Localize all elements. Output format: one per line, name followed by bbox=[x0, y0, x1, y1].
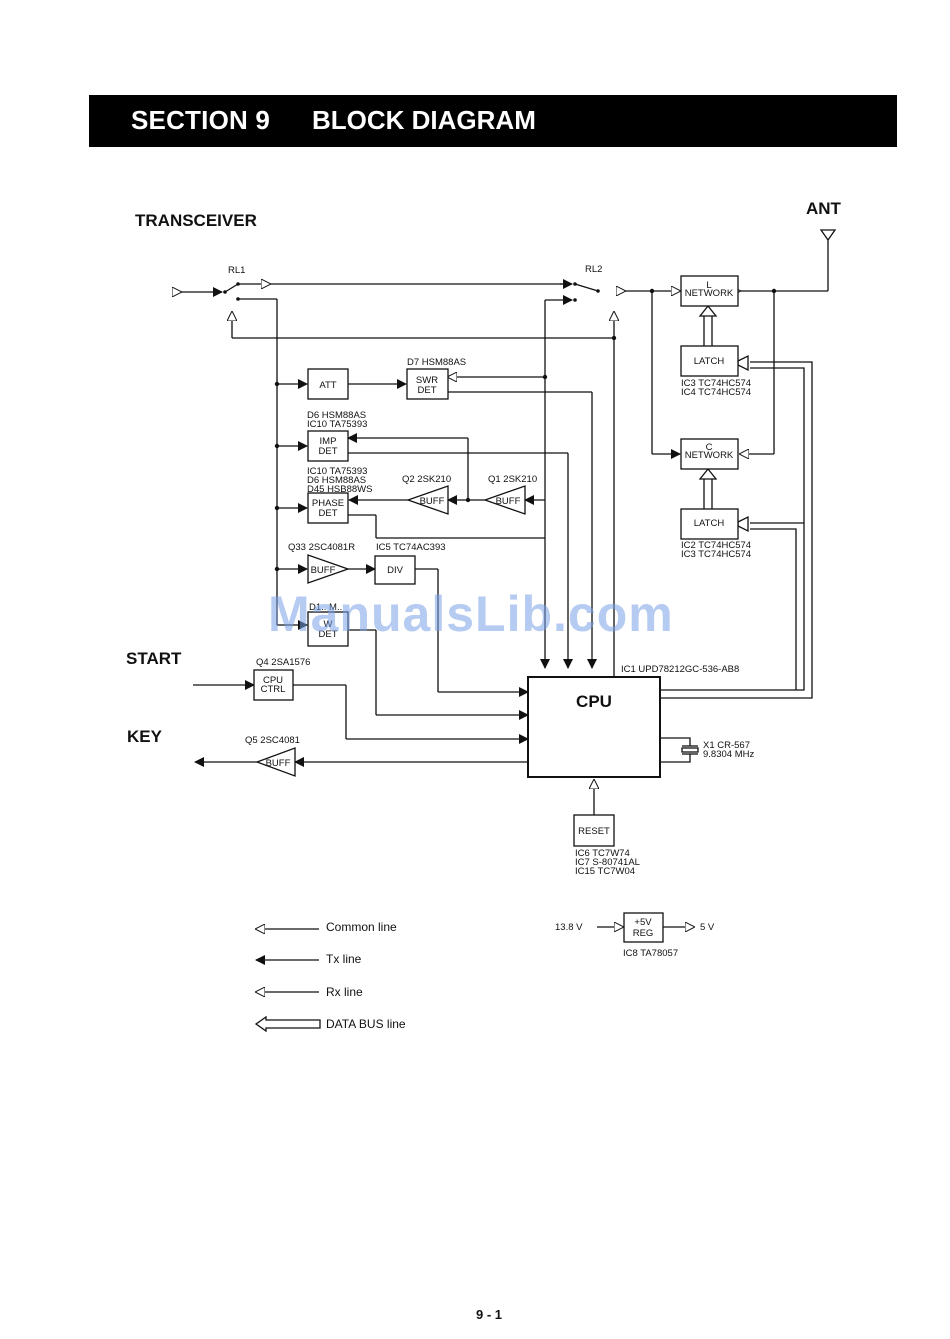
l-network-text: NETWORK bbox=[685, 288, 734, 299]
buff-q33-part: Q33 2SC4081R bbox=[288, 542, 355, 553]
phase-det-text: PHASE bbox=[312, 498, 344, 509]
phase-det-part: D6 HSM88AS bbox=[307, 475, 366, 486]
buff-q5-block bbox=[255, 747, 296, 777]
legend-bus: DATA BUS line bbox=[326, 1017, 406, 1031]
section-title: BLOCK DIAGRAM bbox=[312, 105, 536, 135]
phase-det-text: DET bbox=[319, 508, 338, 519]
latch-c-text: LATCH bbox=[694, 518, 725, 529]
cpu-ctrl-block bbox=[253, 669, 294, 701]
w-det-text: DET bbox=[319, 629, 338, 640]
junction-dots bbox=[223, 282, 777, 572]
rl1-label: RL1 bbox=[228, 265, 245, 276]
ant-label: ANT bbox=[806, 199, 842, 218]
imp-det-text: DET bbox=[319, 446, 338, 457]
div-block bbox=[374, 555, 416, 585]
buff-q33-block bbox=[307, 554, 350, 584]
rl2-label: RL2 bbox=[585, 264, 602, 275]
phase-det-block bbox=[307, 492, 349, 524]
cpu-ctrl-text: CPU bbox=[263, 675, 283, 686]
buff-q2-part: Q2 2SK210 bbox=[402, 474, 451, 485]
crystal-freq: 9.8304 MHz bbox=[703, 749, 754, 760]
l-network-text: L bbox=[706, 280, 711, 291]
imp-det-part: IC10 TA75393 bbox=[307, 419, 367, 430]
reg-block bbox=[623, 912, 664, 943]
key-label: KEY bbox=[127, 727, 163, 746]
imp-det-text: IMP bbox=[320, 436, 337, 447]
buff-q1-text: BUFF bbox=[496, 496, 521, 507]
cpu-ctrl-text: CTRL bbox=[261, 684, 286, 695]
c-network-text: NETWORK bbox=[685, 450, 734, 461]
cpu-part: IC1 UPD78212GC-536-AB8 bbox=[621, 664, 739, 675]
reset-part: IC6 TC7W74 bbox=[575, 848, 630, 859]
swr-det-block bbox=[406, 368, 449, 400]
reg-text: REG bbox=[633, 928, 654, 939]
w-det-text: W bbox=[324, 619, 333, 630]
transceiver-label: TRANSCEIVER bbox=[135, 211, 257, 230]
buff-q1-block bbox=[483, 485, 526, 515]
reset-part: IC7 S-80741AL bbox=[575, 857, 640, 868]
att-block bbox=[307, 368, 349, 400]
w-det-block bbox=[307, 611, 349, 647]
div-text: DIV bbox=[387, 565, 404, 576]
buff-q1-part: Q1 2SK210 bbox=[488, 474, 537, 485]
latch-c-part: IC3 TC74HC574 bbox=[681, 549, 751, 560]
phase-det-part: IC10 TA75393 bbox=[307, 466, 367, 477]
swr-det-text: SWR bbox=[416, 375, 438, 386]
c-network-block bbox=[680, 438, 739, 470]
cpu-ctrl-part: Q4 2SA1576 bbox=[256, 657, 310, 668]
reset-block bbox=[573, 814, 615, 847]
legend-rx: Rx line bbox=[326, 985, 363, 999]
buff-q2-text: BUFF bbox=[420, 496, 445, 507]
buff-q33-text: BUFF bbox=[311, 565, 336, 576]
buff-q5-text: BUFF bbox=[266, 758, 291, 769]
phase-det-part: D45 HSB88WS bbox=[307, 484, 372, 495]
section-header-bar: SECTION 9 BLOCK DIAGRAM bbox=[89, 95, 897, 147]
start-label: START bbox=[126, 649, 182, 668]
antenna-icon bbox=[819, 229, 837, 242]
swr-det-part: D7 HSM88AS bbox=[407, 357, 466, 368]
w-det-part: D1.. M.. bbox=[309, 602, 342, 613]
reg-part: IC8 TA78057 bbox=[623, 948, 678, 959]
swr-det-text: DET bbox=[418, 385, 437, 396]
reset-part: IC15 TC7W04 bbox=[575, 866, 635, 877]
latch-l-text: LATCH bbox=[694, 356, 725, 367]
legend-common: Common line bbox=[326, 920, 397, 934]
latch-l-block bbox=[680, 345, 739, 377]
page-number: 9 - 1 bbox=[476, 1307, 503, 1322]
latch-l-part: IC4 TC74HC574 bbox=[681, 387, 751, 398]
watermark: ManualsLib.com bbox=[268, 586, 674, 642]
c-network-text: C bbox=[706, 442, 713, 453]
cpu-text: CPU bbox=[576, 692, 612, 711]
buff-q2-block bbox=[406, 485, 449, 515]
reg-output-label: 5 V bbox=[700, 922, 715, 933]
cpu-block bbox=[527, 676, 661, 778]
latch-l-part: IC3 TC74HC574 bbox=[681, 378, 751, 389]
buff-q5-part: Q5 2SC4081 bbox=[245, 735, 300, 746]
crystal-part: X1 CR-567 bbox=[703, 740, 750, 751]
imp-det-block bbox=[307, 430, 349, 462]
reset-text: RESET bbox=[578, 826, 610, 837]
reg-input-label: 13.8 V bbox=[555, 922, 583, 933]
latch-c-block bbox=[680, 508, 739, 540]
att-text: ATT bbox=[319, 380, 336, 391]
legend-tx: Tx line bbox=[326, 952, 362, 966]
div-part: IC5 TC74AC393 bbox=[376, 542, 446, 553]
reg-text: +5V bbox=[634, 917, 652, 928]
imp-det-part: D6 HSM88AS bbox=[307, 410, 366, 421]
latch-c-part: IC2 TC74HC574 bbox=[681, 540, 751, 551]
section-number: SECTION 9 bbox=[131, 105, 271, 135]
l-network-block bbox=[680, 275, 739, 307]
